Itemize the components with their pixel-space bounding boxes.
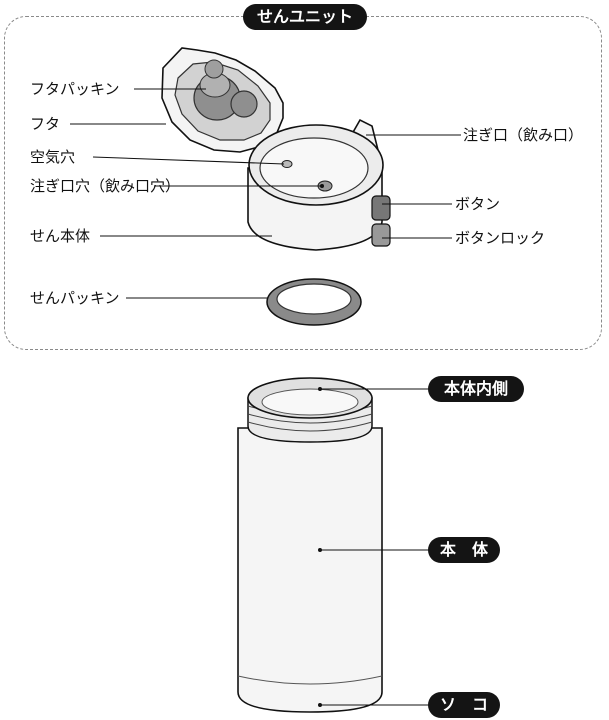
air-hole-label: 空気穴 [30,148,76,166]
leader-dots [318,184,324,707]
bottle-body-label: 本 体 [428,537,500,563]
plug-body-drawing [247,118,391,251]
plug-unit-title: せんユニット [243,4,367,30]
plug-gasket-drawing [266,278,362,326]
bottle-inner-label: 本体内側 [428,376,524,402]
spout-hole-label: 注ぎ口穴（飲み口穴） [30,177,181,195]
plug-body-label: せん本体 [30,227,91,245]
button-lock-label: ボタンロック [455,229,546,247]
bottle-bottom-label: ソ コ [428,692,500,718]
plug-gasket-label: せんパッキン [30,289,120,307]
lid-gasket-drawing [193,59,258,121]
leader-lines [70,88,461,706]
spout-label: 注ぎ口（飲み口） [463,126,584,144]
lid-label: フタ [30,115,61,133]
bottle-drawing [237,377,383,713]
lid-gasket-label: フタパッキン [30,80,120,98]
button-label: ボタン [455,195,501,213]
